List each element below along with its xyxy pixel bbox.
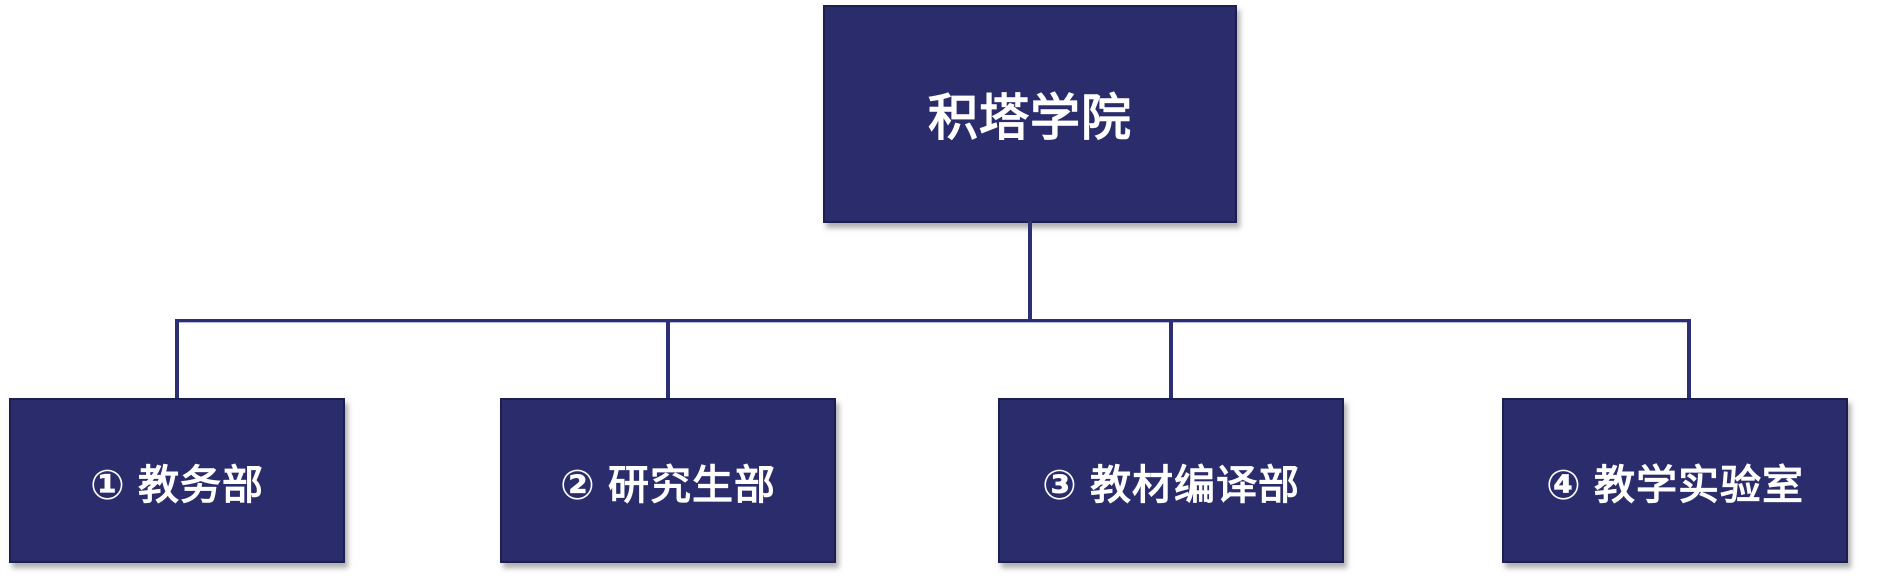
connector-root-stem — [1028, 221, 1032, 321]
org-node-label: ③ 教材编译部 — [1041, 461, 1301, 508]
connector-horizontal-bus — [175, 319, 1691, 323]
org-node-academic-affairs: ① 教务部 — [9, 398, 345, 563]
connector-drop-4 — [1687, 321, 1691, 402]
org-node-teaching-lab: ④ 教学实验室 — [1502, 398, 1848, 563]
org-node-label: ④ 教学实验室 — [1545, 461, 1805, 508]
org-node-textbook-translation-dept: ③ 教材编译部 — [998, 398, 1344, 563]
connector-drop-3 — [1169, 321, 1173, 402]
org-node-root: 积塔学院 — [823, 5, 1237, 223]
org-node-root-label: 积塔学院 — [928, 90, 1132, 146]
org-node-label: ① 教务部 — [89, 461, 265, 508]
org-node-graduate-dept: ② 研究生部 — [500, 398, 836, 563]
connector-drop-2 — [666, 321, 670, 402]
connector-drop-1 — [175, 321, 179, 402]
org-node-label: ② 研究生部 — [559, 461, 777, 508]
